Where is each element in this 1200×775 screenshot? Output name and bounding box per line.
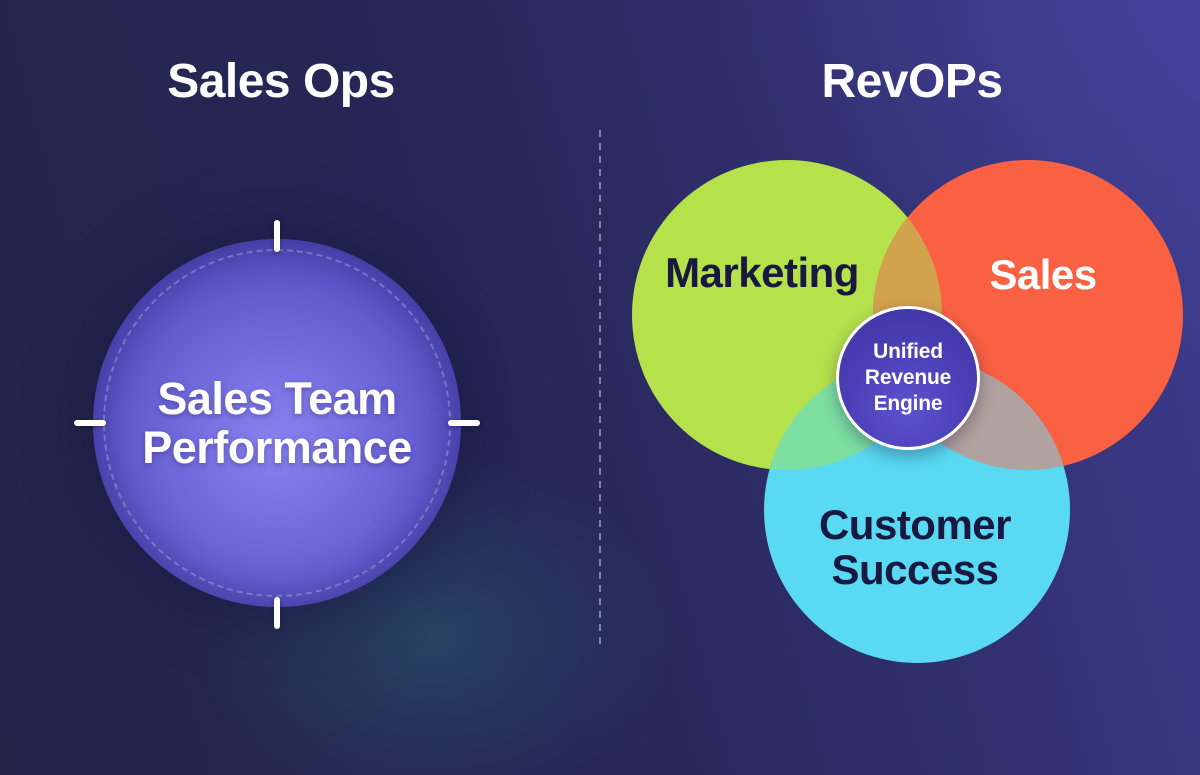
tick-mark-right (448, 420, 480, 426)
unified-revenue-engine-circle: Unified Revenue Engine (836, 306, 980, 450)
sales-label: Sales (989, 251, 1097, 298)
tick-mark-bottom (274, 597, 280, 629)
tick-mark-top (274, 220, 280, 252)
unified-revenue-engine-line1: Unified (873, 340, 943, 363)
sales-ops-title: Sales Ops (167, 55, 395, 108)
sales-team-performance-label: Sales Team Performance (142, 374, 412, 472)
unified-revenue-engine-line2: Revenue (864, 366, 952, 389)
sales-customer-overlap (873, 357, 1070, 470)
unified-revenue-engine-label: Unified Revenue Engine (865, 339, 951, 417)
dashed-divider-line (599, 130, 601, 645)
customer-success-label: Customer Success (765, 502, 1065, 592)
customer-success-line2: Success (831, 546, 999, 593)
sales-team-performance-line2: Performance (142, 422, 412, 473)
revops-title: RevOPs (821, 55, 1003, 108)
sales-team-performance-line1: Sales Team (157, 373, 397, 424)
unified-revenue-engine-line3: Engine (873, 392, 943, 415)
marketing-customer-overlap (764, 357, 942, 470)
tick-mark-left (74, 420, 106, 426)
marketing-label: Marketing (665, 249, 859, 296)
sales-team-performance-circle: Sales Team Performance (93, 239, 461, 607)
customer-success-line1: Customer (818, 501, 1012, 548)
